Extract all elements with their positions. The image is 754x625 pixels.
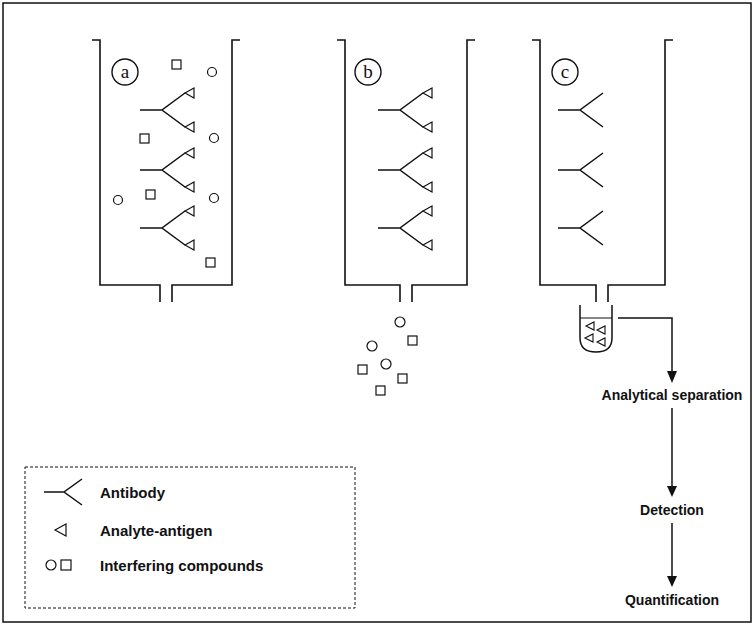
arrow-line <box>671 408 673 487</box>
step-circle: c <box>551 58 579 86</box>
column-wall <box>337 40 475 302</box>
legend-label: Interfering compounds <box>100 557 263 574</box>
antibody-group <box>140 93 185 245</box>
analyte-group <box>423 88 432 250</box>
frame <box>3 3 751 622</box>
antibody-group <box>378 93 423 245</box>
step-circle: b <box>354 58 382 86</box>
antibody-group <box>558 93 603 245</box>
step-label: Analytical separation <box>602 387 743 403</box>
arrow-line <box>671 523 673 577</box>
step-circle: a <box>111 58 139 86</box>
flow-step: Analytical separation <box>598 384 747 406</box>
arrow-head <box>667 371 677 383</box>
flow-arrow <box>667 523 677 587</box>
arrow-head <box>667 486 677 497</box>
interfering-group <box>358 317 417 395</box>
circle-outline-shape <box>552 59 578 85</box>
interfering-symbol <box>46 560 56 570</box>
step-letter: b <box>354 58 382 86</box>
test-tube <box>580 305 612 352</box>
step-letter: c <box>551 58 579 86</box>
legend-label: Analyte-antigen <box>100 522 213 539</box>
legend-label: Antibody <box>100 484 165 501</box>
flow-arrow <box>667 408 677 497</box>
step-letter: a <box>111 58 139 86</box>
step-label: Detection <box>640 502 704 518</box>
flow-step: Detection <box>636 499 708 521</box>
analyte-group <box>185 88 194 250</box>
flow-arrow <box>618 318 672 372</box>
interfering-group <box>114 60 219 267</box>
column-wall <box>532 40 673 302</box>
flow-step: Quantification <box>621 589 723 611</box>
step-label: Quantification <box>625 592 719 608</box>
antibody-symbol <box>44 479 82 505</box>
circle-outline-shape <box>355 59 381 85</box>
analyte-group <box>585 322 605 346</box>
circle-outline-shape <box>112 59 138 85</box>
analyte-symbol <box>55 524 66 536</box>
interfering-symbol <box>61 560 71 570</box>
liquid-level <box>580 318 612 319</box>
legend-box <box>25 467 355 608</box>
arrow-head <box>667 576 677 587</box>
column-wall <box>92 40 240 302</box>
